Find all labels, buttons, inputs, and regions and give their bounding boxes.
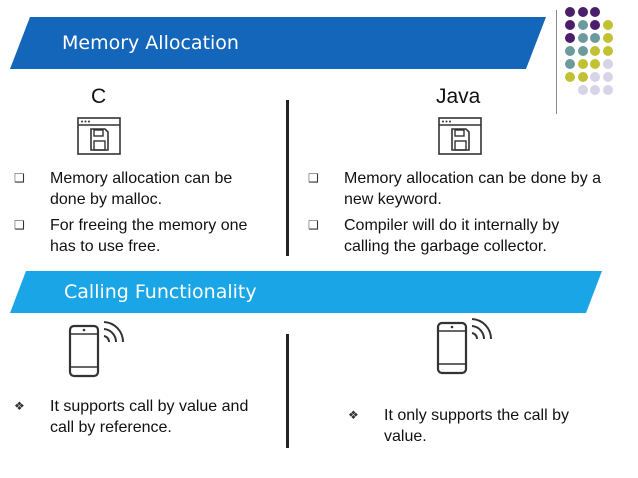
decorative-dot-grid: [565, 7, 635, 117]
decorative-dot: [590, 20, 600, 30]
column-divider-top: [286, 100, 289, 256]
decorative-dot: [590, 59, 600, 69]
decorative-dot: [565, 72, 575, 82]
decorative-dot: [590, 7, 600, 17]
decorative-dot: [577, 85, 588, 95]
floppy-window-icon: [77, 117, 121, 160]
decorative-dot: [590, 46, 600, 56]
c-memory-bullet-list: ❑Memory allocation can be done by malloc…: [14, 168, 264, 262]
square-bullet-icon: ❑: [14, 218, 25, 232]
java-memory-bullet-list: ❑Memory allocation can be done by a new …: [308, 168, 608, 262]
column-heading-c: C: [91, 85, 107, 108]
list-item: ❑For freeing the memory one has to use f…: [14, 217, 248, 255]
list-item: ❖It supports call by value and call by r…: [14, 398, 249, 436]
decorative-divider: [556, 10, 557, 114]
decorative-dot: [602, 85, 613, 95]
decorative-dot: [577, 72, 588, 82]
list-item: ❑Memory allocation can be done by a new …: [308, 170, 602, 208]
square-bullet-icon: ❑: [308, 171, 319, 185]
decorative-dot: [565, 46, 575, 56]
list-item: ❑Memory allocation can be done by malloc…: [14, 170, 233, 208]
java-call-bullet-list: ❖It only supports the call by value.: [348, 405, 588, 452]
diamond-bullet-icon: ❖: [14, 399, 25, 413]
decorative-dot: [577, 7, 588, 17]
phone-signal-icon: [434, 317, 494, 382]
section-title-memory-allocation: Memory Allocation: [62, 32, 239, 54]
diamond-bullet-icon: ❖: [348, 408, 359, 422]
column-heading-java: Java: [436, 85, 481, 108]
list-item: ❖It only supports the call by value.: [348, 407, 569, 445]
decorative-dot: [602, 20, 613, 30]
section-banner-memory-allocation: Memory Allocation: [10, 17, 546, 69]
decorative-dot: [602, 59, 613, 69]
list-item: ❑Compiler will do it internally by calli…: [308, 217, 560, 255]
decorative-dot: [565, 7, 575, 17]
decorative-dot: [565, 59, 575, 69]
decorative-dot: [590, 72, 600, 82]
section-banner-calling-functionality: Calling Functionality: [10, 271, 602, 313]
decorative-dot: [577, 20, 588, 30]
decorative-dot: [602, 46, 613, 56]
decorative-dot: [577, 59, 588, 69]
decorative-dot: [590, 85, 600, 95]
floppy-window-icon: [438, 117, 482, 160]
decorative-dot: [565, 33, 575, 43]
decorative-dot: [590, 33, 600, 43]
phone-signal-icon: [66, 320, 126, 385]
decorative-dot: [565, 20, 575, 30]
decorative-dot: [602, 72, 613, 82]
decorative-dot: [577, 33, 588, 43]
c-call-bullet-list: ❖It supports call by value and call by r…: [14, 396, 264, 443]
decorative-dot: [577, 46, 588, 56]
square-bullet-icon: ❑: [14, 171, 25, 185]
section-title-calling-functionality: Calling Functionality: [64, 281, 257, 303]
square-bullet-icon: ❑: [308, 218, 319, 232]
column-divider-bottom: [286, 334, 289, 448]
decorative-dot: [602, 33, 613, 43]
